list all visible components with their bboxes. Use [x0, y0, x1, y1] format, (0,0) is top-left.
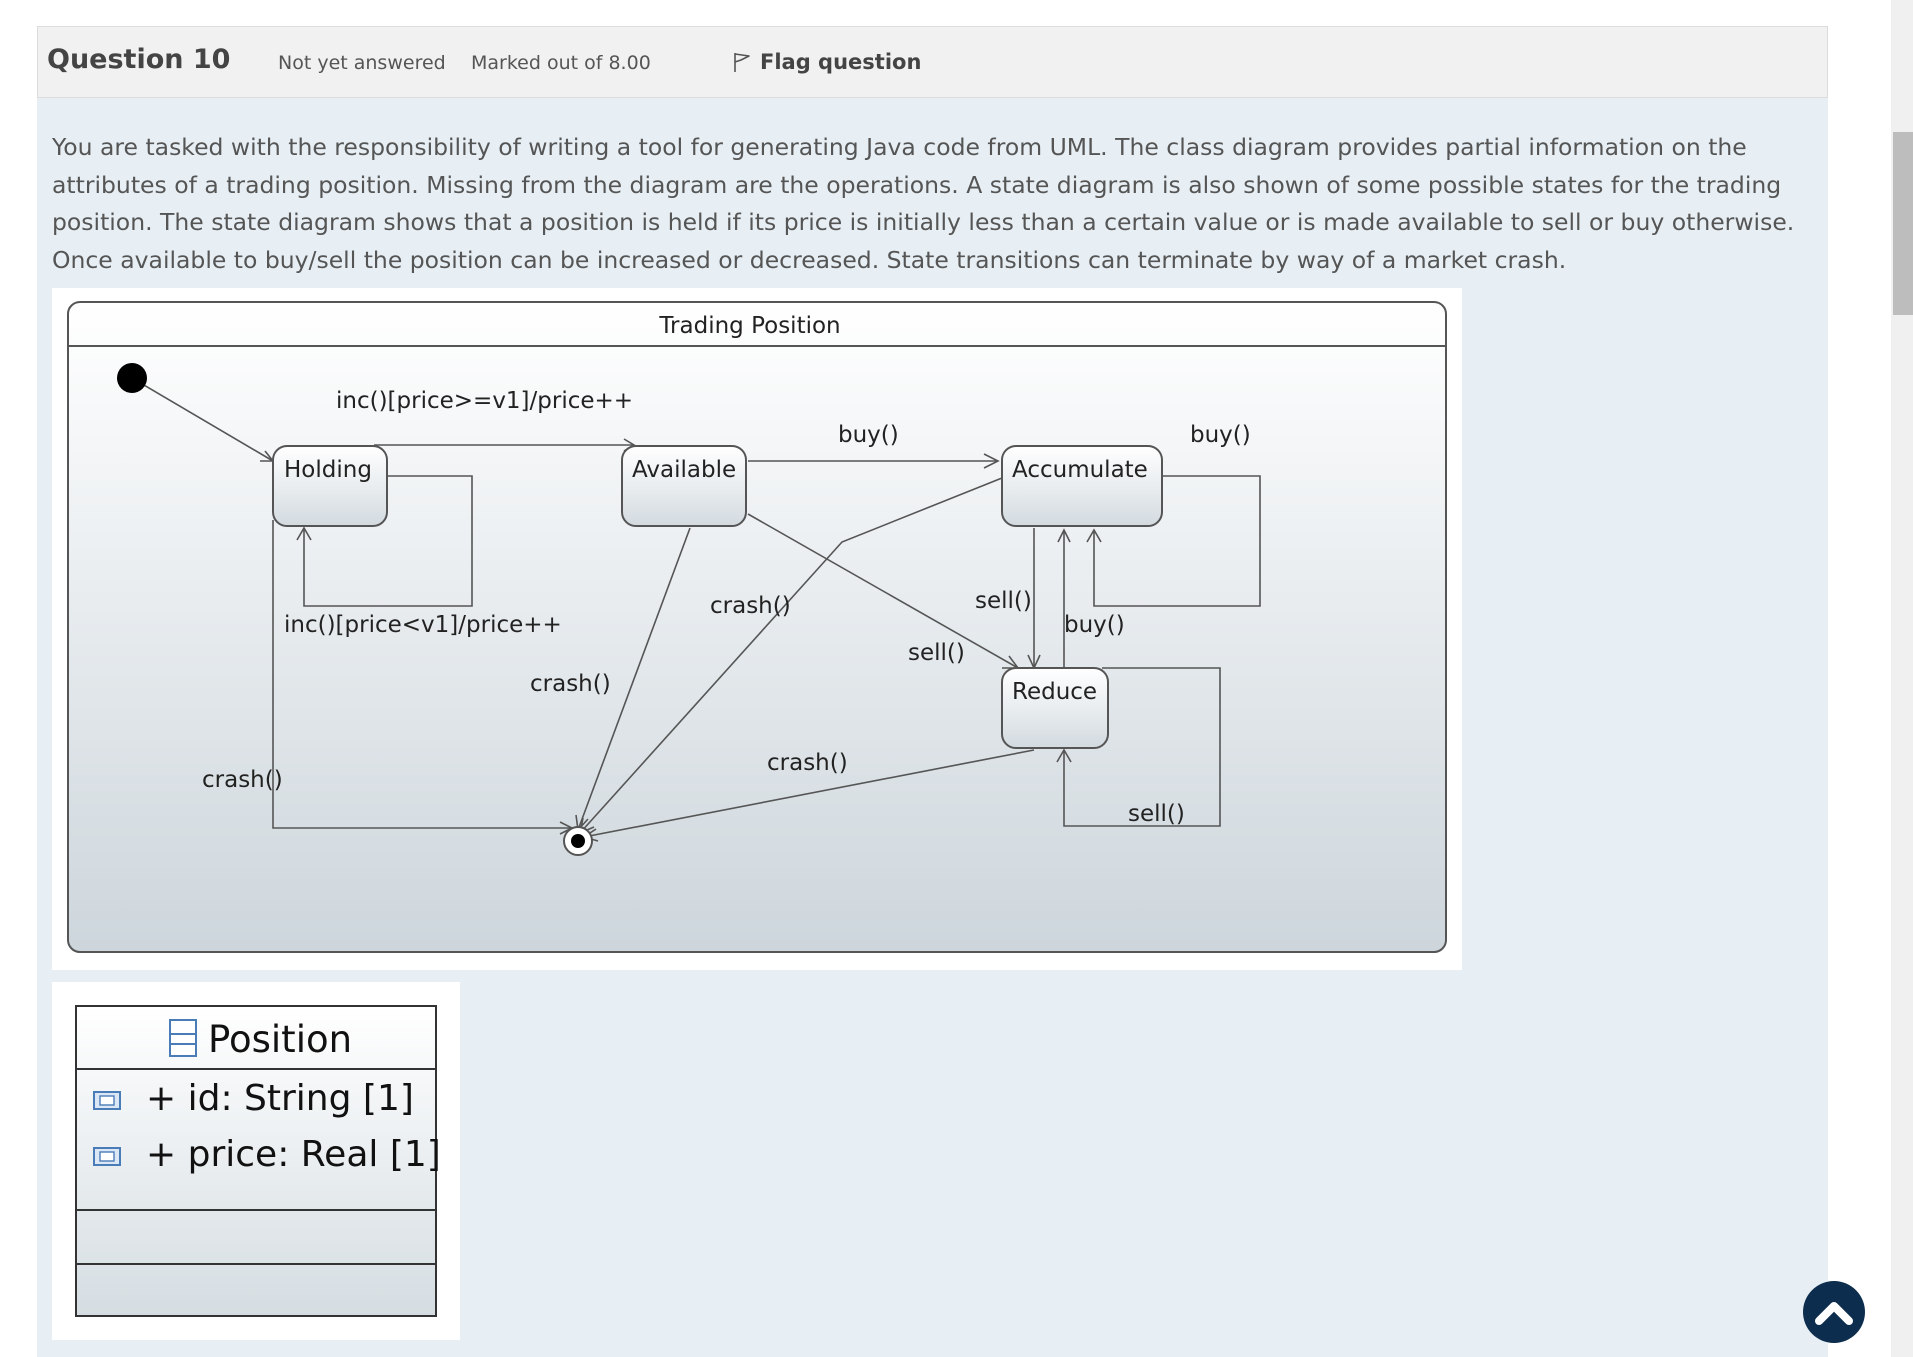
- initial-to-holding-arrow: [131, 377, 274, 462]
- label-holding-crash: crash(): [202, 767, 283, 793]
- available-crash-arrow: [577, 527, 691, 831]
- state-reduce: [1001, 667, 1109, 749]
- label-reduce-self: sell(): [1128, 801, 1185, 827]
- state-available: [621, 445, 747, 527]
- state-holding: [272, 445, 388, 527]
- flag-question-label: Flag question: [760, 50, 922, 74]
- question-info: Question 10 Not yet answered Marked out …: [37, 26, 1828, 98]
- label-accumulate-crash: crash(): [710, 593, 791, 619]
- class-diagram: Position + id: String [1] + price: Real …: [52, 982, 460, 1340]
- question-content: You are tasked with the responsibility o…: [37, 98, 1828, 1357]
- diagram-frame: [67, 301, 1447, 953]
- back-to-top-button[interactable]: [1803, 1281, 1865, 1343]
- scrollbar-track[interactable]: [1891, 0, 1913, 1357]
- question-marks: Marked out of 8.00: [471, 52, 651, 74]
- initial-state: [117, 363, 147, 393]
- state-diagram: Trading Position: [52, 288, 1462, 970]
- scrollbar-thumb[interactable]: [1893, 132, 1913, 315]
- available-to-reduce-arrow: [747, 513, 1019, 669]
- final-state-center: [571, 834, 585, 848]
- diagram-title: Trading Position: [658, 313, 840, 339]
- label-accumulate-to-reduce: sell(): [975, 588, 1032, 614]
- attribute-icon: [93, 1147, 121, 1166]
- chevron-up-icon: [1815, 1302, 1853, 1325]
- label-accumulate-self: buy(): [1190, 422, 1251, 448]
- reduce-crash-arrow: [583, 749, 1035, 838]
- state-reduce-label: Reduce: [1012, 679, 1097, 705]
- state-accumulate: [1001, 445, 1163, 527]
- flag-question-button[interactable]: Flag question: [732, 50, 921, 74]
- label-holding-self: inc()[price<v1]/price++: [284, 612, 562, 638]
- attribute-price: + price: Real [1]: [146, 1134, 441, 1175]
- accumulate-crash-arrow: [579, 477, 1003, 834]
- label-holding-to-available: inc()[price>=v1]/price++: [336, 388, 633, 414]
- state-available-label: Available: [632, 457, 736, 483]
- state-accumulate-label: Accumulate: [1012, 457, 1148, 483]
- holding-self-loop: [303, 475, 473, 607]
- state-holding-label: Holding: [284, 457, 372, 483]
- holding-crash-arrow: [272, 520, 572, 829]
- question-status: Not yet answered: [278, 52, 446, 74]
- attribute-id: + id: String [1]: [146, 1078, 414, 1119]
- class-name: Position: [208, 1018, 352, 1061]
- label-available-crash: crash(): [530, 671, 611, 697]
- label-available-to-reduce: sell(): [908, 640, 965, 666]
- accumulate-self-loop: [1093, 475, 1261, 607]
- attribute-icon: [93, 1091, 121, 1110]
- reduce-self-loop: [1063, 667, 1221, 827]
- question-number: Question 10: [47, 44, 231, 75]
- label-reduce-crash: crash(): [767, 750, 848, 776]
- class-diagram-canvas: Position + id: String [1] + price: Real …: [75, 1005, 441, 1317]
- question-text: You are tasked with the responsibility o…: [52, 133, 1795, 274]
- state-diagram-canvas: Trading Position: [67, 301, 1447, 953]
- label-available-to-accumulate: buy(): [838, 422, 899, 448]
- label-reduce-to-accumulate: buy(): [1064, 612, 1125, 638]
- class-icon: [169, 1019, 197, 1057]
- flag-icon: [734, 53, 750, 72]
